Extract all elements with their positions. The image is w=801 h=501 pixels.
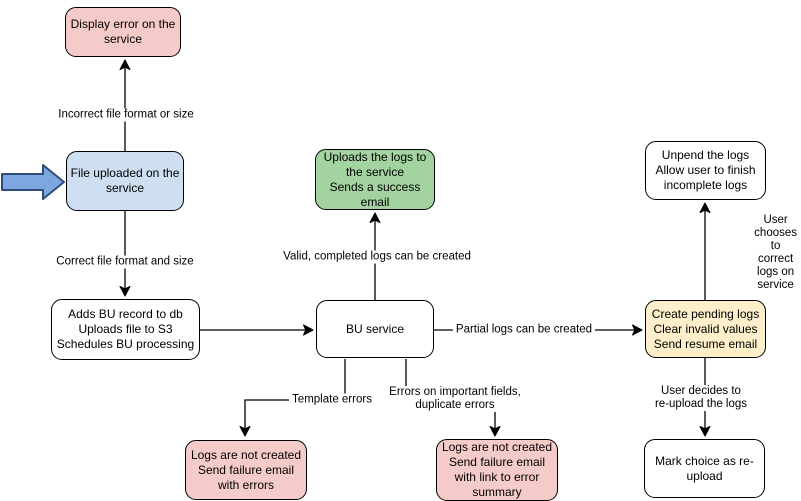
edge-label-important-field-errors: Errors on important fields, duplicate er…: [386, 386, 524, 412]
node-file-uploaded[interactable]: File uploaded on the service: [66, 151, 184, 211]
node-logs-not-created-summary[interactable]: Logs are not created Send failure email …: [436, 439, 558, 501]
node-unpend-logs[interactable]: Unpend the logs Allow user to finish inc…: [645, 141, 766, 200]
node-adds-bu-record[interactable]: Adds BU record to db Uploads file to S3 …: [51, 299, 200, 360]
node-mark-reupload[interactable]: Mark choice as re- upload: [644, 439, 765, 498]
edge-label-partial-logs: Partial logs can be created: [452, 323, 596, 337]
edge-label-correct-file-format: Correct file format and size: [53, 255, 197, 269]
edge-label-template-errors: Template errors: [289, 393, 375, 407]
edge-label-reupload: User decides to re-upload the logs: [651, 385, 751, 411]
node-uploads-logs-success[interactable]: Uploads the logs to the service Sends a …: [315, 149, 435, 210]
node-display-error[interactable]: Display error on the service: [65, 7, 181, 57]
edge-label-correct-on-service: User chooses to correct logs on service: [751, 214, 800, 292]
edge-label-valid-logs: Valid, completed logs can be created: [280, 250, 474, 264]
start-arrow-icon[interactable]: [1, 164, 65, 200]
node-bu-service[interactable]: BU service: [316, 300, 434, 358]
node-logs-not-created-errors[interactable]: Logs are not created Send failure email …: [185, 440, 307, 500]
node-create-pending-logs[interactable]: Create pending logs Clear invalid values…: [645, 300, 766, 358]
edge-label-incorrect-file-format: Incorrect file format or size: [55, 108, 197, 122]
